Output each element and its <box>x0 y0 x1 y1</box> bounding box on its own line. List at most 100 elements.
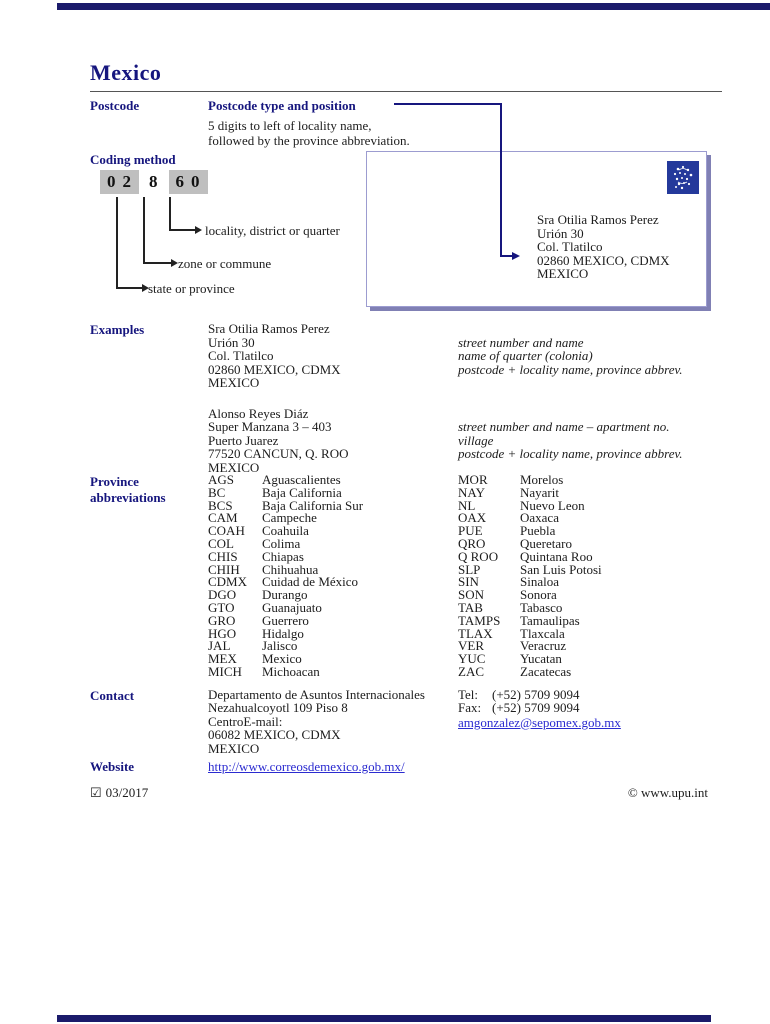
footer-copyright: © www.upu.int <box>627 785 708 801</box>
arrow-head-icon <box>512 252 520 260</box>
province-row: AGS Aguascalientes <box>208 472 458 487</box>
province-row: TAB Tabasco <box>458 599 602 615</box>
province-abbr: COL <box>208 535 234 551</box>
footer-date: ☑03/2017 <box>90 785 148 801</box>
digit-arrow-locality <box>169 229 195 231</box>
arrow-head-icon <box>171 259 178 267</box>
province-abbr: GRO <box>208 612 236 628</box>
website-section: Website http://www.correosdemexico.gob.m… <box>90 759 722 775</box>
province-name: Campeche <box>262 510 317 526</box>
contact-email-link[interactable]: amgonzalez@sepomex.gob.mx <box>458 714 621 730</box>
text-line: Sra Otilia Ramos Perez <box>208 321 330 336</box>
province-abbr: TAB <box>458 599 483 615</box>
text-line: village <box>458 432 494 448</box>
province-abbr: GTO <box>208 599 235 615</box>
province-row: SLP San Luis Potosi <box>458 561 602 577</box>
description-line: 5 digits to left of locality name, <box>208 118 372 133</box>
postcode-digit-group: 60 <box>168 170 208 194</box>
page-footer: ☑03/2017 © www.upu.int <box>90 785 722 801</box>
website-section-label: Website <box>90 759 135 775</box>
text-line: Puerto Juarez <box>208 432 279 448</box>
province-name: Mexico <box>262 651 302 667</box>
page-title: Mexico <box>90 60 722 92</box>
examples-section-label: Examples <box>90 322 145 337</box>
province-abbr: CHIH <box>208 561 240 577</box>
checked-box-icon: ☑ <box>90 785 102 801</box>
province-name: Cuidad de México <box>262 574 359 590</box>
fax-number: (+52) 5709 9094 <box>492 700 580 716</box>
tel-label: Tel: <box>458 686 479 702</box>
province-abbr: OAX <box>458 510 487 526</box>
province-name: Aguascalientes <box>262 472 341 487</box>
province-abbr: QRO <box>458 535 486 551</box>
province-abbr: JAL <box>208 638 231 654</box>
upu-stamp-icon <box>667 161 699 194</box>
text-line: MEXICO <box>208 740 260 756</box>
postcode-type-heading: Postcode type and position <box>208 98 356 113</box>
text-line: 02860 MEXICO, CDMX <box>537 252 670 268</box>
province-abbr: TAMPS <box>458 612 501 628</box>
province-name: Coahuila <box>262 523 309 539</box>
contact-section-label: Contact <box>90 687 135 703</box>
province-abbr: BCS <box>208 497 233 513</box>
digit-arrow-zone <box>143 262 171 264</box>
example-address-notes: street number and name – apartment no.vi… <box>458 420 683 474</box>
province-abbr: SIN <box>458 574 479 590</box>
province-name: Tamaulipas <box>520 612 580 628</box>
contact-section: Contact Departamento de Asuntos Internac… <box>90 688 722 756</box>
province-abbr: AGS <box>208 472 235 487</box>
province-abbr: SLP <box>458 561 481 577</box>
province-row: COAH Coahuila <box>208 523 458 539</box>
fax-label: Fax: <box>458 700 482 716</box>
province-name: Puebla <box>520 523 556 539</box>
digit-line-state <box>116 197 118 289</box>
province-name: Hidalgo <box>262 625 304 641</box>
province-name: Nuevo Leon <box>520 497 585 513</box>
postcode-coding-section: Postcode Postcode type and position 5 di… <box>90 96 722 322</box>
province-abbr: COAH <box>208 523 245 539</box>
province-abbr: MICH <box>208 663 242 679</box>
province-abbr: ZAC <box>458 663 484 679</box>
website-link[interactable]: http://www.correosdemexico.gob.mx/ <box>208 759 405 775</box>
text-line: MEXICO <box>208 375 260 390</box>
arrow-head-icon <box>142 284 149 292</box>
contact-phone-block: Tel: (+52) 5709 9094 Fax: (+52) 5709 909… <box>458 688 621 756</box>
province-name: Guerrero <box>262 612 309 628</box>
province-name: Tabasco <box>520 599 563 615</box>
text-line: MEXICO <box>208 459 260 475</box>
province-abbr: VER <box>458 638 484 654</box>
digit-annotation-state: state or province <box>148 281 235 296</box>
postcode-digit-group: 02 <box>100 170 139 194</box>
province-name: Quintana Roo <box>520 548 593 564</box>
province-abbr: SON <box>458 587 485 603</box>
provinces-section-label: Province abbreviations <box>90 474 166 505</box>
province-abbr: CHIS <box>208 548 238 564</box>
text-line: 06082 MEXICO, CDMX <box>208 727 341 743</box>
digit-arrow-state <box>116 287 142 289</box>
province-name: Tlaxcala <box>520 625 565 641</box>
tel-number: (+52) 5709 9094 <box>492 686 580 702</box>
province-name: San Luis Potosi <box>520 561 602 577</box>
coding-method-label: Coding method <box>90 152 176 167</box>
